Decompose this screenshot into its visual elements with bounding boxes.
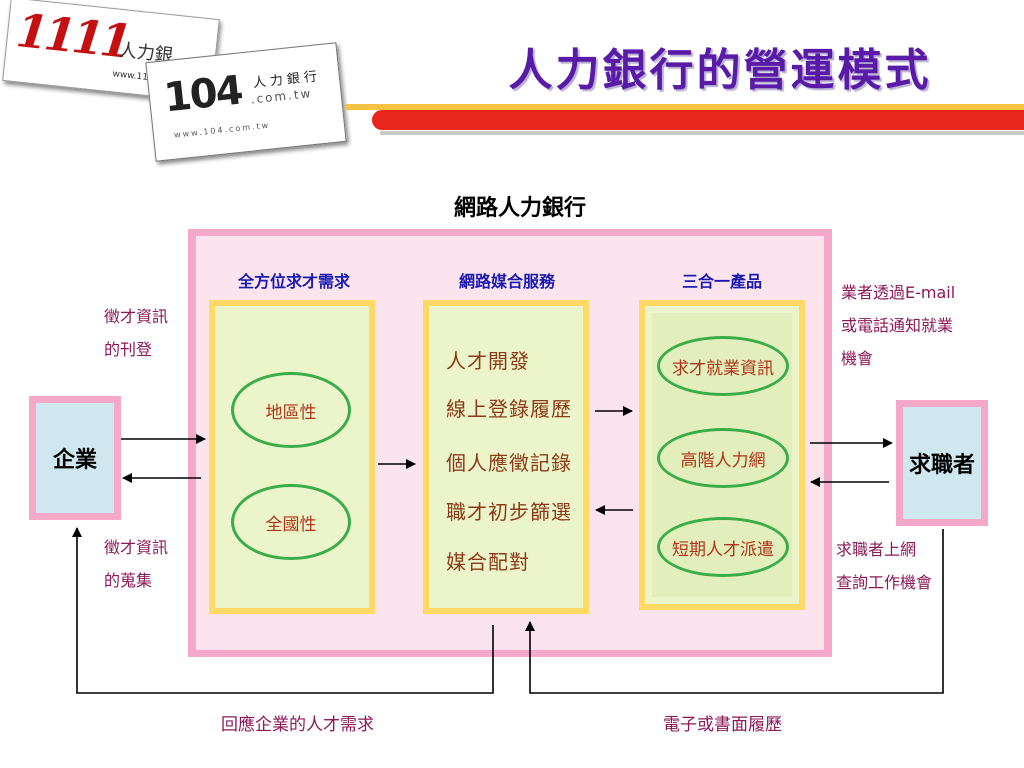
jobseeker-box: 求職者 xyxy=(903,407,981,519)
header-bar-shadow xyxy=(380,131,1024,135)
matching-item-4: 職才初步篩選 xyxy=(446,500,572,524)
oval-national: 全國性 xyxy=(231,484,351,560)
diagram-title: 網路人力銀行 xyxy=(453,196,586,221)
oval-temp-staffing: 短期人才派遣 xyxy=(657,517,789,577)
right-top-note: 業者透過E-mail 或電話通知就業 機會 xyxy=(841,276,955,375)
header-red-bar xyxy=(372,110,1024,130)
matching-item-3: 個人應徵記錄 xyxy=(446,451,572,475)
column-title-demand: 全方位求才需求 xyxy=(237,272,350,291)
oval-executive-net: 高階人力網 xyxy=(657,428,789,488)
right-top-note-line-3: 機會 xyxy=(841,349,874,368)
page-title: 人力銀行的營運模式 xyxy=(508,45,932,96)
right-top-note-line-2: 或電話通知就業 xyxy=(841,316,954,335)
column-title-products: 三合一產品 xyxy=(681,272,762,291)
left-bottom-note: 徵才資訊 的蒐集 xyxy=(104,531,168,597)
column-matching-body xyxy=(429,306,583,608)
right-bottom-note-line-1: 求職者上網 xyxy=(836,540,917,559)
loop-response-to-enterprise xyxy=(72,527,494,694)
matching-item-5: 媒合配對 xyxy=(446,550,530,574)
header-yellow-bar xyxy=(345,104,1024,110)
oval-regional: 地區性 xyxy=(231,372,351,448)
right-bottom-note-line-2: 查詢工作機會 xyxy=(836,573,933,592)
left-bottom-note-line-1: 徵才資訊 xyxy=(104,538,169,557)
left-top-note-line-2: 的刊登 xyxy=(104,340,153,359)
enterprise-box: 企業 xyxy=(36,403,114,513)
oval-job-info: 求才就業資訊 xyxy=(657,336,789,396)
matching-item-1: 人才開發 xyxy=(446,349,530,373)
matching-item-2: 線上登錄履歷 xyxy=(446,397,572,421)
left-top-note: 徵才資訊 的刊登 xyxy=(104,300,168,366)
bottom-right-label: 電子或書面履歷 xyxy=(663,715,782,735)
left-bottom-note-line-2: 的蒐集 xyxy=(104,571,153,590)
right-top-note-line-1: 業者透過E-mail xyxy=(841,283,956,302)
loop-resume-to-bank xyxy=(525,529,944,694)
left-top-note-line-1: 徵才資訊 xyxy=(104,307,169,326)
column-title-matching: 網路媒合服務 xyxy=(458,272,555,291)
bottom-left-label: 回應企業的人才需求 xyxy=(221,715,374,735)
right-bottom-note: 求職者上網 查詢工作機會 xyxy=(836,533,932,599)
